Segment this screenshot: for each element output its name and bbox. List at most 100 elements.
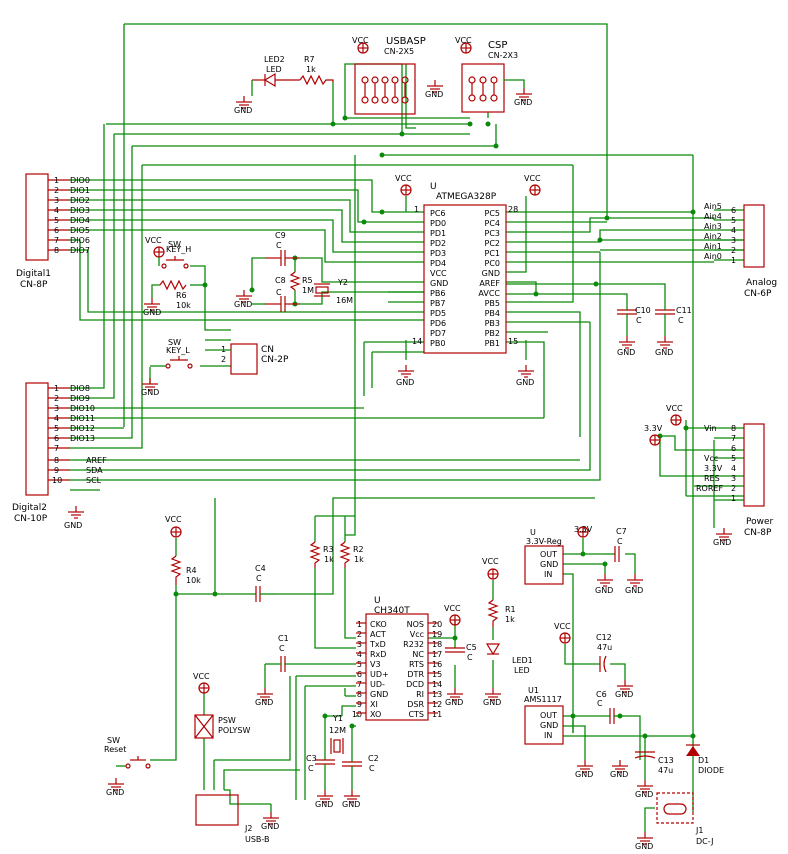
d2-pin: 7 [54,444,59,453]
csp-type: CN-2X3 [488,51,518,60]
ch340-pin-number: 4 [357,650,362,659]
ch340-pin-number: 3 [357,640,362,649]
c5: C5 C GND [445,643,477,707]
led1-val: LED [514,666,530,675]
ch340-pin-label: XO [370,710,381,719]
mcu-atmega: U ATMEGA328P 1 28 14 15 PC6PD0PD1PD2PD3P… [395,174,541,387]
c1-ref: C1 [278,634,289,643]
digital1-type: CN-8P [20,280,48,290]
vcc-label: VCC [554,622,571,631]
pin-num: 14 [412,337,422,346]
ch340-pin-label: DTR [407,670,424,679]
c10-ref: C10 [635,306,651,315]
pin-num: 1 [414,205,419,214]
net-label: DIO0 [70,176,90,185]
c3-val: C [308,764,314,773]
ch340-pin-number: 18 [432,640,442,649]
gnd-label: GND [143,308,161,317]
net-label: Ain3 [704,222,722,231]
gnd-label: GND [595,586,613,595]
r3-r2: R3 1k R2 1k [309,541,364,568]
net-label: DIO11 [70,414,95,423]
crystal-y1-group: Y1 12M C3 C C2 C GND GND [306,714,379,809]
digital1-name: Digital1 [16,269,51,279]
net-label: DIO5 [70,226,90,235]
connector-digital1: 1 2 3 4 5 6 7 8 DIO0 DIO1 DIO2 DIO3 DIO4… [16,173,90,290]
vcc-label: VCC [524,174,541,183]
digital2-name: Digital2 [12,503,47,513]
pw-pin: 3 [731,474,736,483]
c10-val: C [636,316,642,325]
mcu-pin-label: PD1 [430,229,446,238]
c12-val: 47u [597,643,612,652]
c7-ref: C7 [616,527,627,536]
vcc-label: VCC [352,36,369,45]
d2-pin: 3 [54,404,59,413]
mcu-pin-label: PD2 [430,239,446,248]
ch340-pin-label: UD- [370,680,385,689]
psw-ref: PSW [218,716,236,725]
mcu-pin-label: PB4 [485,309,500,318]
analog-type: CN-6P [744,289,772,299]
ch340-pin-label: ACT [370,630,386,639]
net-label: Vin [704,424,717,433]
an-pin: 3 [731,236,736,245]
mcu-pin-label: PB5 [485,299,500,308]
v33-label: 3.3V [644,424,663,433]
power-type: CN-8P [744,528,772,538]
net-label: SCL [86,476,102,485]
sw-reset: SW Reset GND [104,736,151,797]
net-label: Ain4 [704,212,722,221]
c10-c11: C10 C C11 C GND GND [617,300,692,357]
net-label: 3.3V [704,464,723,473]
ch340-pin-label: Vcc [410,630,424,639]
ams-pin: GND [540,721,558,730]
d2-pin: 10 [52,476,62,485]
usbasp-type: CN-2X5 [384,47,414,56]
r5-ref: R5 [302,276,313,285]
d2-pin: 8 [54,456,59,465]
mcu-pin-label: PD5 [430,309,446,318]
d2-pin: 4 [54,414,59,423]
pin-num: 15 [508,337,518,346]
c8-val: C [276,288,282,297]
net-label: SDA [86,466,103,475]
ch340-pin-label: RTS [409,660,424,669]
ch340-pin-number: 2 [357,630,362,639]
gnd-label: GND [106,788,124,797]
sw-keyh-r6: VCC SW KEY_H R6 10k GND [143,236,191,317]
ch340-pin-label: CTS [408,710,424,719]
pw-pin: 8 [731,424,736,433]
d2-pin: 2 [54,394,59,403]
ams-ref: U1 [528,686,539,695]
ch340-pin-number: 16 [432,660,442,669]
net-label: DIO4 [70,216,90,225]
mcu-pin-label: GND [430,279,448,288]
mcu-pin-label: PD4 [430,259,446,268]
r4-c4: VCC R4 10k C4 C [165,515,276,602]
pw-pin: 7 [731,434,736,443]
j2-ref: J2 [244,824,252,833]
polyswitch: VCC PSW POLYSW [193,672,250,739]
gnd-label: GND [516,378,534,387]
mcu-pin-label: VCC [430,269,447,278]
ams-pin: IN [544,731,552,740]
mcu-pin-label: PD0 [430,219,446,228]
keyl-val: KEY_L [166,346,190,355]
gnd-label: GND [315,800,333,809]
r1-val: 1k [505,615,515,624]
c12: VCC C12 47u GND [554,622,634,699]
reg-name: 3.3V-Reg [526,537,562,546]
led2-r7: LED2 LED R7 1k GND [234,55,334,115]
ch340-pin-number: 8 [357,690,362,699]
ch340-pin-label: NC [412,650,424,659]
csp-header: CSP CN-2X3 VCC GND [455,36,533,113]
c1-val: C [279,644,285,653]
keyh-ref: SW [168,240,181,249]
net-label: DIO3 [70,206,90,215]
d2-pin: 1 [54,384,59,393]
mcu-pin-label: PB2 [485,329,500,338]
ch340-pin-number: 14 [432,680,442,689]
gnd-label: GND [713,538,731,547]
d1: D1 DIODE [686,744,724,775]
